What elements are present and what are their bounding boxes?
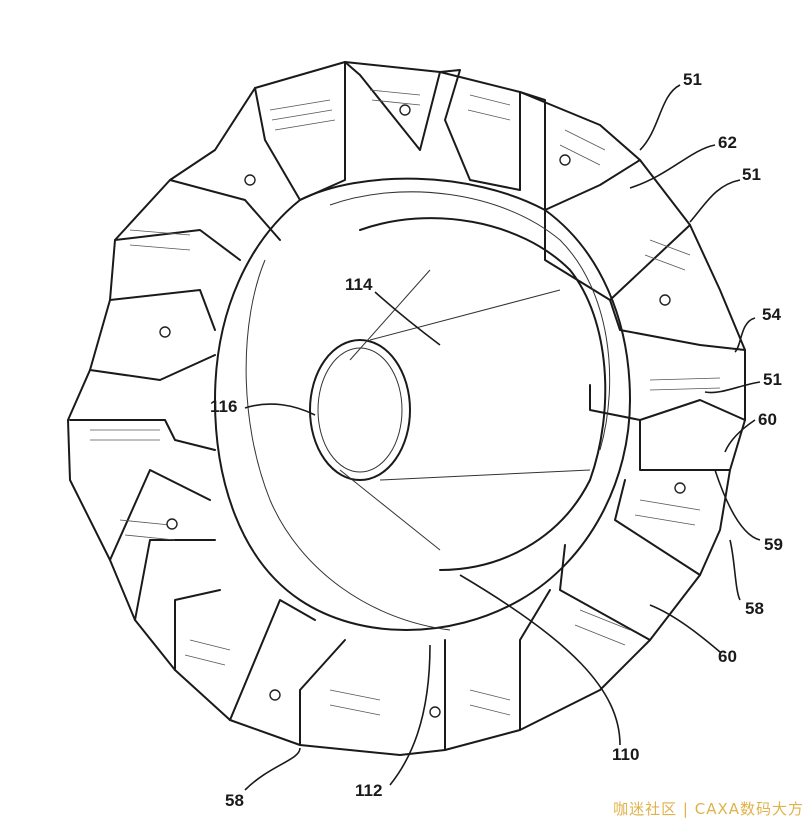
label-116: 116 — [210, 397, 237, 416]
reference-numerals: 51 62 51 54 51 60 59 58 60 110 112 58 11… — [210, 70, 783, 810]
label-112: 112 — [355, 781, 382, 800]
label-51c: 51 — [763, 370, 782, 389]
outer-ring — [67, 61, 746, 756]
label-59: 59 — [764, 535, 783, 554]
label-114: 114 — [345, 275, 373, 294]
label-58a: 58 — [745, 599, 764, 618]
label-51b: 51 — [742, 165, 761, 184]
watermark: 咖迷社区 | CAXA数码大方 — [613, 800, 804, 818]
label-62: 62 — [718, 133, 737, 152]
label-58b: 58 — [225, 791, 244, 810]
central-bore — [309, 269, 591, 551]
blade-segments — [69, 61, 746, 751]
label-60a: 60 — [758, 410, 777, 429]
label-51a: 51 — [683, 70, 702, 89]
blade-holes — [159, 104, 686, 718]
hub — [214, 177, 631, 631]
leader-lines — [244, 84, 761, 791]
label-54: 54 — [762, 305, 781, 324]
label-60b: 60 — [718, 647, 737, 666]
label-110: 110 — [612, 745, 639, 764]
blade-hatching — [90, 89, 721, 716]
